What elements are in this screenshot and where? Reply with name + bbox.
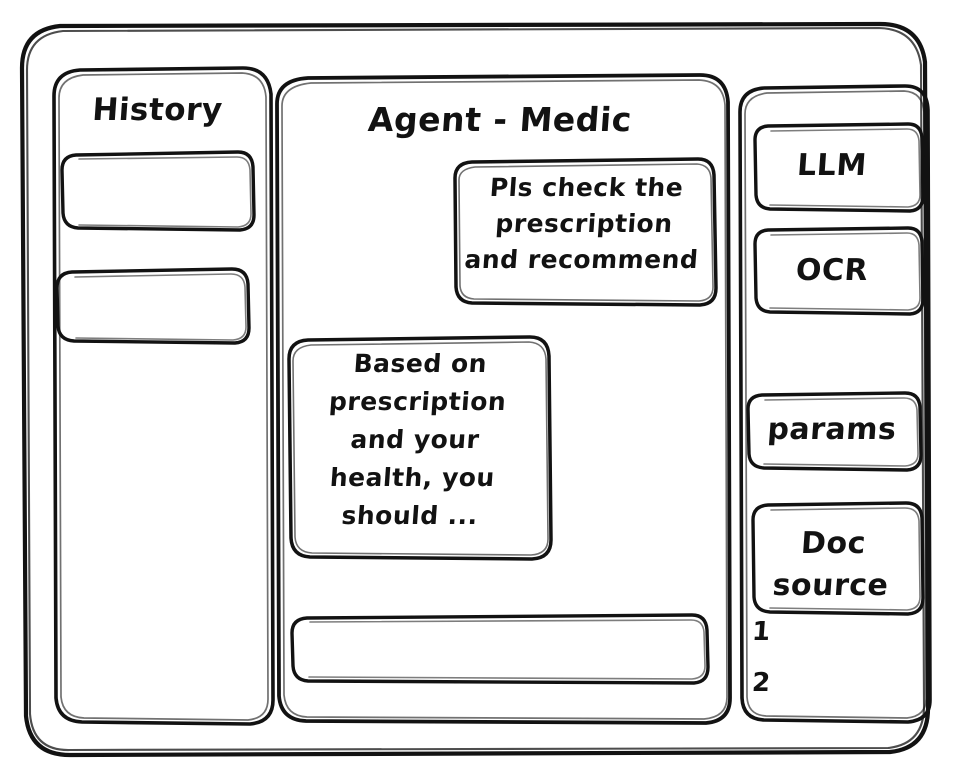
- user-message-text: Pls check the prescription and recommend: [456, 170, 712, 278]
- ocr-button-label[interactable]: OCR: [794, 253, 870, 288]
- user-message-line-1: Pls check the: [488, 173, 685, 202]
- composer-input[interactable]: [292, 615, 708, 683]
- doc-source-button-label[interactable]: Doc source: [749, 523, 915, 607]
- history-item-1[interactable]: [62, 152, 254, 230]
- assistant-message-line-5: should ...: [340, 501, 479, 530]
- assistant-message-line-3: and your: [349, 425, 481, 454]
- assistant-message-line-1: Based on: [352, 349, 489, 378]
- doc-source-item-2[interactable]: 2: [750, 668, 772, 698]
- history-panel-title: History: [91, 92, 224, 128]
- params-button-label[interactable]: params: [766, 412, 898, 447]
- user-message-line-2: prescription: [494, 209, 674, 238]
- history-item-2[interactable]: [57, 269, 249, 343]
- doc-source-item-1[interactable]: 1: [750, 617, 772, 647]
- user-message-line-3: and recommend: [463, 245, 700, 274]
- doc-source-line-1: Doc: [799, 526, 868, 561]
- doc-source-line-2: source: [771, 568, 890, 603]
- assistant-message-line-4: health, you: [328, 463, 496, 492]
- assistant-message-text: Based on prescription and your health, y…: [293, 345, 536, 535]
- page-title: Agent - Medic: [366, 100, 634, 139]
- llm-button-label[interactable]: LLM: [795, 148, 869, 183]
- assistant-message-line-2: prescription: [328, 387, 508, 416]
